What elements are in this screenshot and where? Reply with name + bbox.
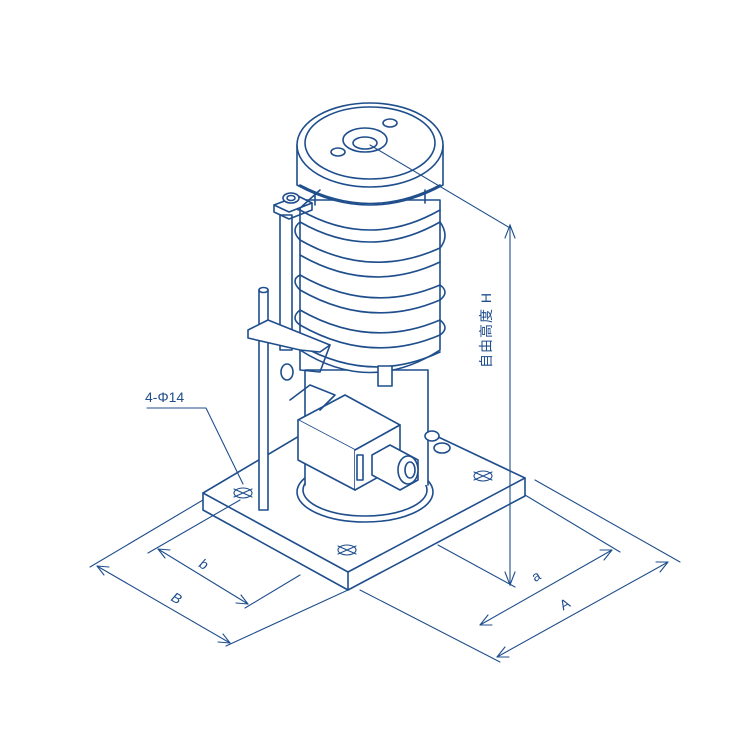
guide-rod <box>258 286 269 511</box>
bracket <box>247 319 331 381</box>
coil-spring <box>294 199 446 387</box>
bolt-hole-icon <box>337 544 357 556</box>
striker-rod <box>273 189 321 351</box>
height-dimension <box>369 144 516 587</box>
mounting-holes-label: 4-Φ14 <box>145 389 185 405</box>
length-dimensions <box>359 479 681 663</box>
bolt-hole-icon <box>233 487 253 499</box>
top-cap <box>296 102 444 206</box>
cable-gland <box>371 444 419 491</box>
limit-switch <box>289 384 401 491</box>
hole-leader-line <box>146 407 244 485</box>
width-dimensions <box>89 499 349 647</box>
bolt-hole-icon <box>473 470 493 482</box>
side-bolt <box>424 430 451 454</box>
free-height-label: 自由高度 H <box>478 292 494 368</box>
